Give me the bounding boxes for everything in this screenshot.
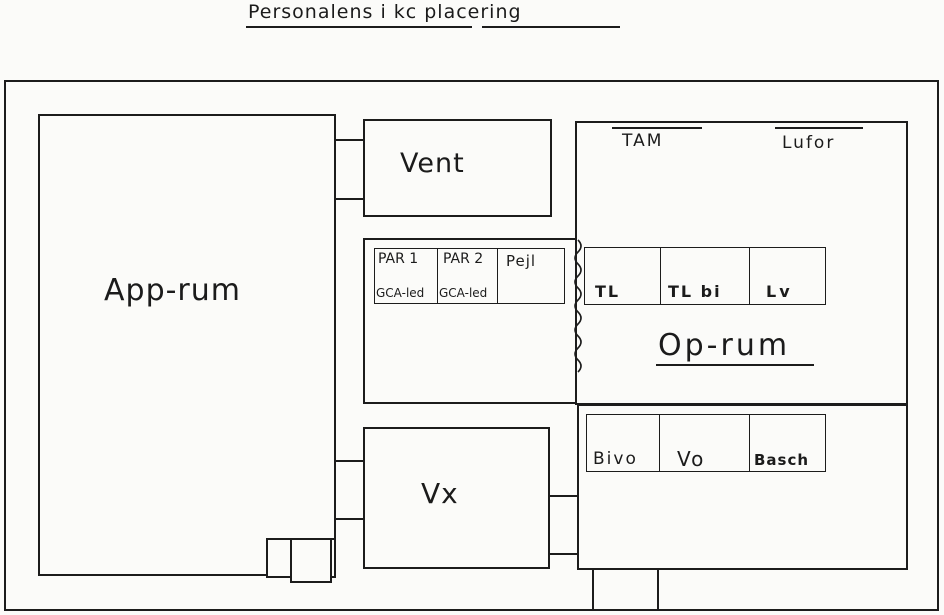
station-tl-bi: TL bi xyxy=(660,247,750,305)
app-rum-label: App-rum xyxy=(104,273,242,308)
title-underline-right xyxy=(482,26,620,28)
connector xyxy=(550,553,577,555)
station-basch: Basch xyxy=(749,414,826,472)
station-par1: PAR 1 GCA-led xyxy=(374,248,438,304)
vx-label: Vx xyxy=(421,477,459,510)
station-par2-label: PAR 2 xyxy=(443,251,484,267)
station-par1-sub: GCA-led xyxy=(376,286,425,300)
connector xyxy=(550,495,577,497)
station-par2-sub: GCA-led xyxy=(439,286,488,300)
connector xyxy=(336,518,363,520)
vent-label: Vent xyxy=(400,148,465,179)
app-rum-room xyxy=(38,114,336,576)
station-par2: PAR 2 GCA-led xyxy=(437,248,498,304)
diagram-title: Personalens i kc placering xyxy=(248,1,522,23)
station-vo: Vo xyxy=(659,414,750,472)
connector xyxy=(336,460,363,462)
op-rum-underline xyxy=(656,364,814,366)
lufor-overline xyxy=(775,127,863,129)
station-tl-label: TL xyxy=(595,282,621,301)
title-underline-left xyxy=(246,26,472,28)
station-lufor-label: Lufor xyxy=(782,133,836,153)
station-basch-label: Basch xyxy=(754,451,810,469)
passage-wall xyxy=(657,570,659,611)
lower-op-room xyxy=(577,404,908,570)
station-par1-label: PAR 1 xyxy=(378,251,419,267)
connector xyxy=(336,198,363,200)
curtain-divider xyxy=(574,239,582,373)
station-lv: Lv xyxy=(749,247,826,305)
station-vo-label: Vo xyxy=(677,447,706,471)
station-bivo: Bivo xyxy=(586,414,660,472)
small-closet xyxy=(290,538,332,583)
vx-room xyxy=(363,427,550,569)
passage-wall xyxy=(592,570,594,611)
station-lv-label: Lv xyxy=(766,282,793,301)
station-pejl-label: Pejl xyxy=(506,252,537,270)
station-tl: TL xyxy=(584,247,661,305)
station-tam-label: TAM xyxy=(622,131,664,151)
connector xyxy=(336,139,363,141)
op-rum-label: Op-rum xyxy=(658,328,791,363)
building-outline xyxy=(4,80,939,611)
station-tl-bi-label: TL bi xyxy=(668,282,722,301)
station-bivo-label: Bivo xyxy=(593,449,638,469)
station-pejl: Pejl xyxy=(497,248,565,304)
tam-overline xyxy=(612,127,702,129)
vent-room xyxy=(363,119,552,217)
